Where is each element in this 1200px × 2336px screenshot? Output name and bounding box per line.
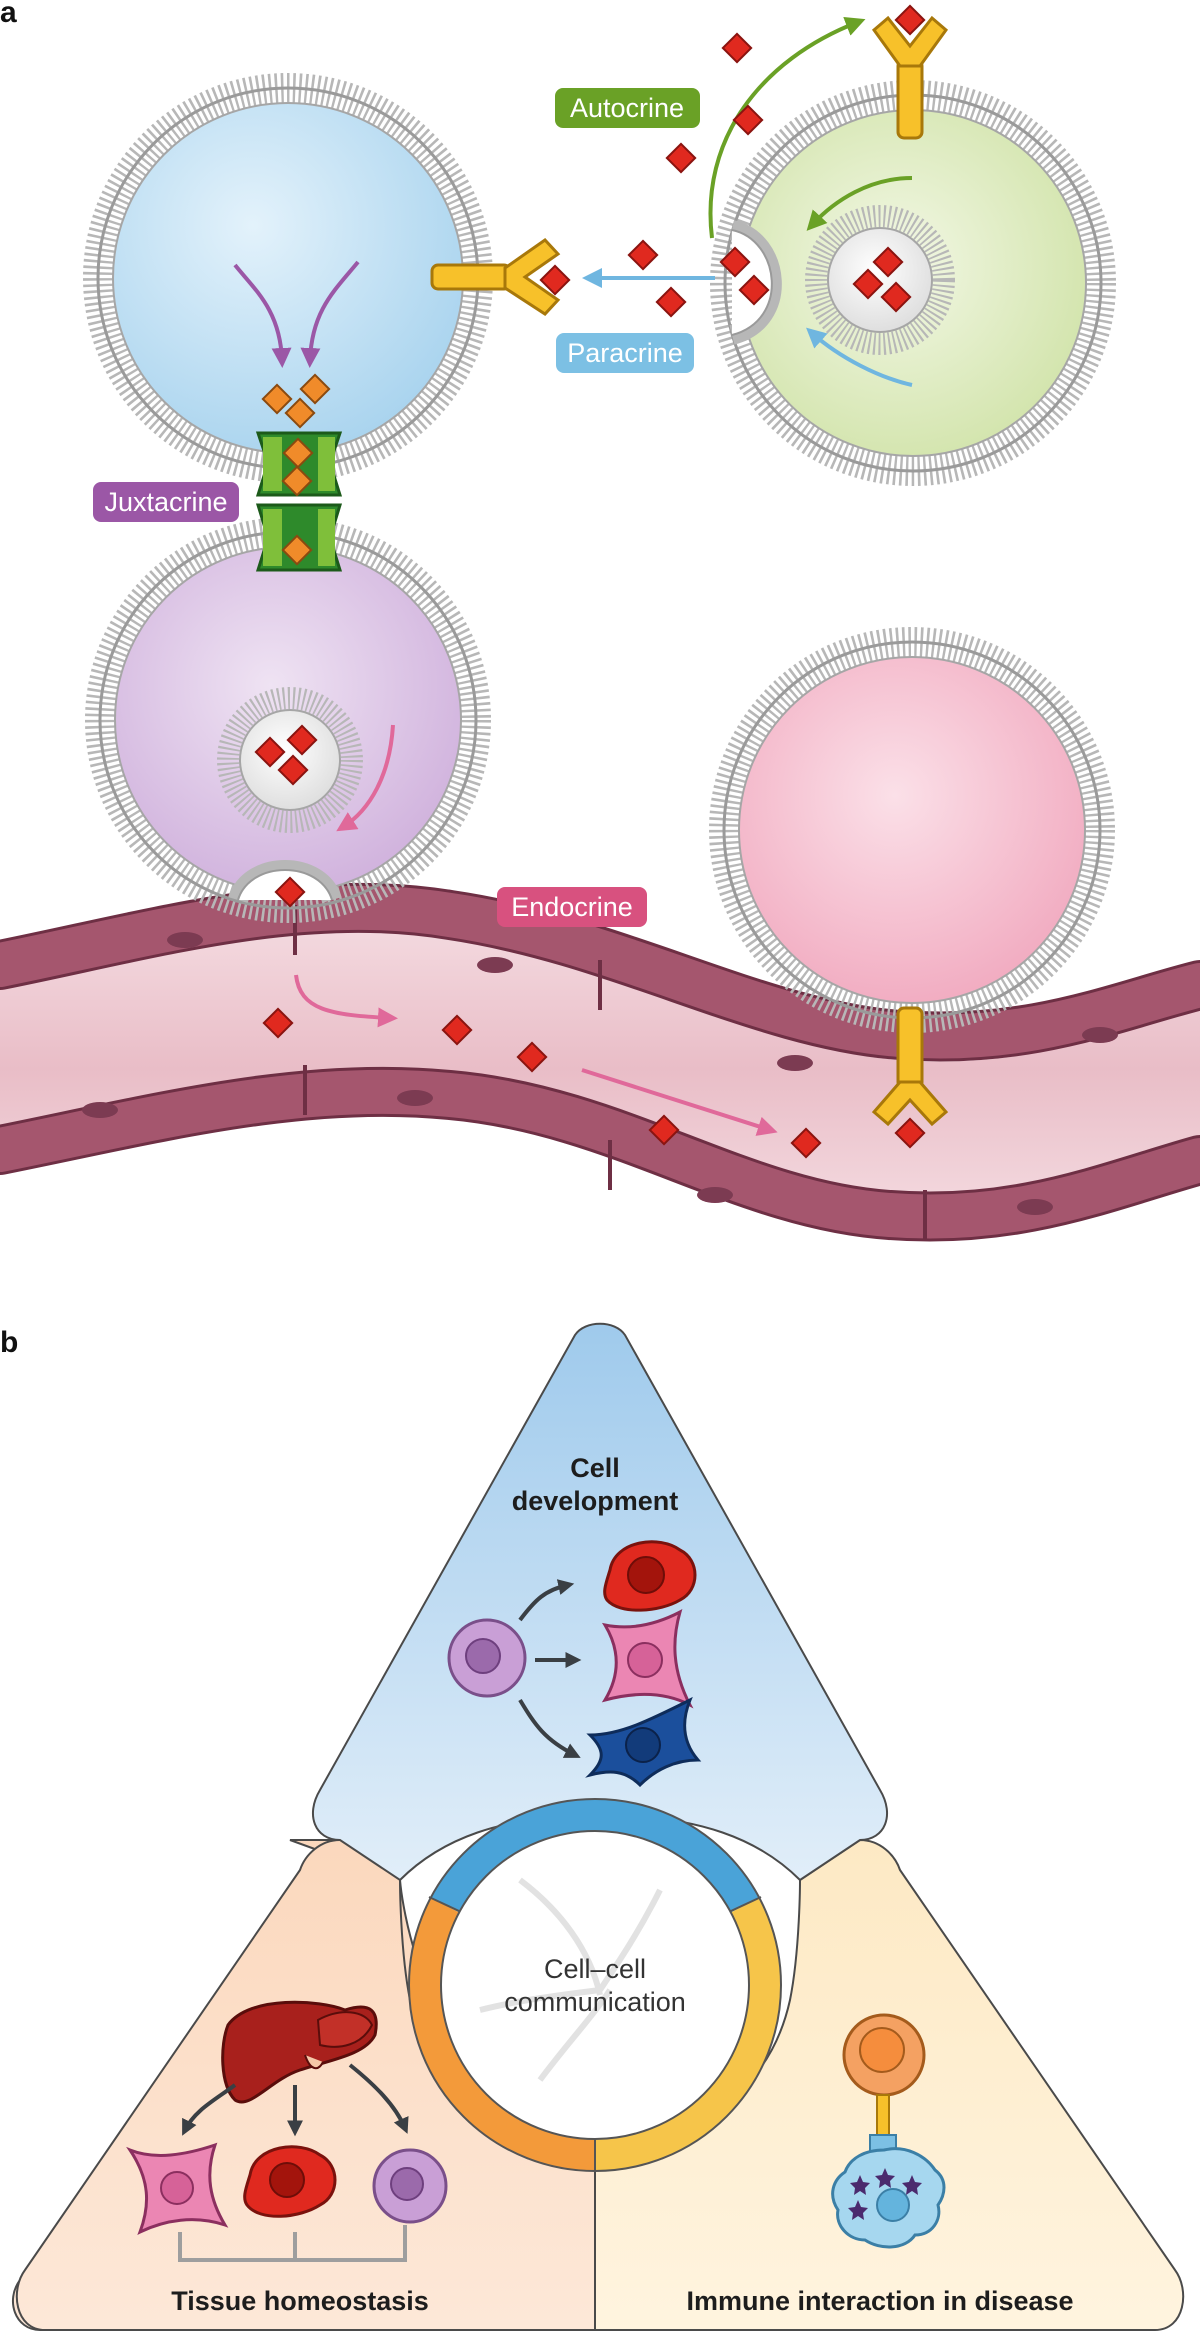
autocrine-arrow [708, 17, 866, 239]
center-label-line1: Cell–cell [544, 1954, 646, 1984]
juxtacrine-label: Juxtacrine [93, 482, 239, 522]
red-cell-icon-2 [243, 2145, 337, 2218]
pink-star-cell-icon-2 [126, 2142, 229, 2235]
autocrine-label: Autocrine [555, 88, 700, 128]
stem-cell-icon [447, 1618, 527, 1698]
svg-text:Paracrine: Paracrine [567, 338, 683, 368]
endocrine-arrow-1 [294, 974, 398, 1028]
paracrine-label: Paracrine [556, 333, 694, 373]
immune-interaction-title: Immune interaction in disease [686, 2286, 1073, 2316]
blue-neuron-icon [585, 1696, 702, 1788]
homeostasis-arrow-left [182, 2083, 237, 2136]
endocrine-label: Endocrine [497, 887, 647, 927]
signalling-cell-purple [85, 517, 491, 923]
svg-text:Endocrine: Endocrine [511, 892, 633, 922]
center-label-line2: communication [504, 1987, 686, 2017]
red-cell-icon [603, 1540, 697, 1612]
liver-icon [221, 2000, 378, 2104]
cell-development-segment [311, 1322, 889, 1882]
t-cell-icon [842, 2013, 926, 2097]
communication-ring [408, 1798, 782, 2172]
ligands-orange [261, 373, 331, 566]
receptor-green-cell [871, 15, 949, 140]
panel-b-label: b [0, 1326, 18, 1359]
homeostasis-arrow-right [348, 2063, 409, 2134]
receptor-blue-cell [430, 238, 561, 316]
purple-cell-icon [372, 2148, 448, 2224]
tissue-homeostasis-title: Tissue homeostasis [171, 2286, 429, 2316]
target-cell-pink [709, 627, 1115, 1033]
svg-text:Juxtacrine: Juxtacrine [104, 487, 227, 517]
infected-cell-icon [831, 2147, 946, 2249]
endocrine-arrow-2 [581, 1068, 778, 1136]
pink-star-cell-icon [601, 1609, 694, 1709]
homeostasis-bracket [178, 2225, 407, 2262]
panel-a-label: a [0, 0, 17, 29]
cell-development-title-line2: development [512, 1486, 679, 1516]
svg-text:Autocrine: Autocrine [570, 93, 684, 123]
ligands-red [254, 4, 926, 1159]
signalling-cell-green [710, 80, 1116, 486]
differentiation-arrow-up [518, 1579, 575, 1622]
receptor-pink-cell [871, 1006, 949, 1127]
differentiation-arrow-down [518, 1698, 581, 1758]
cell-development-title-line1: Cell [570, 1453, 620, 1483]
